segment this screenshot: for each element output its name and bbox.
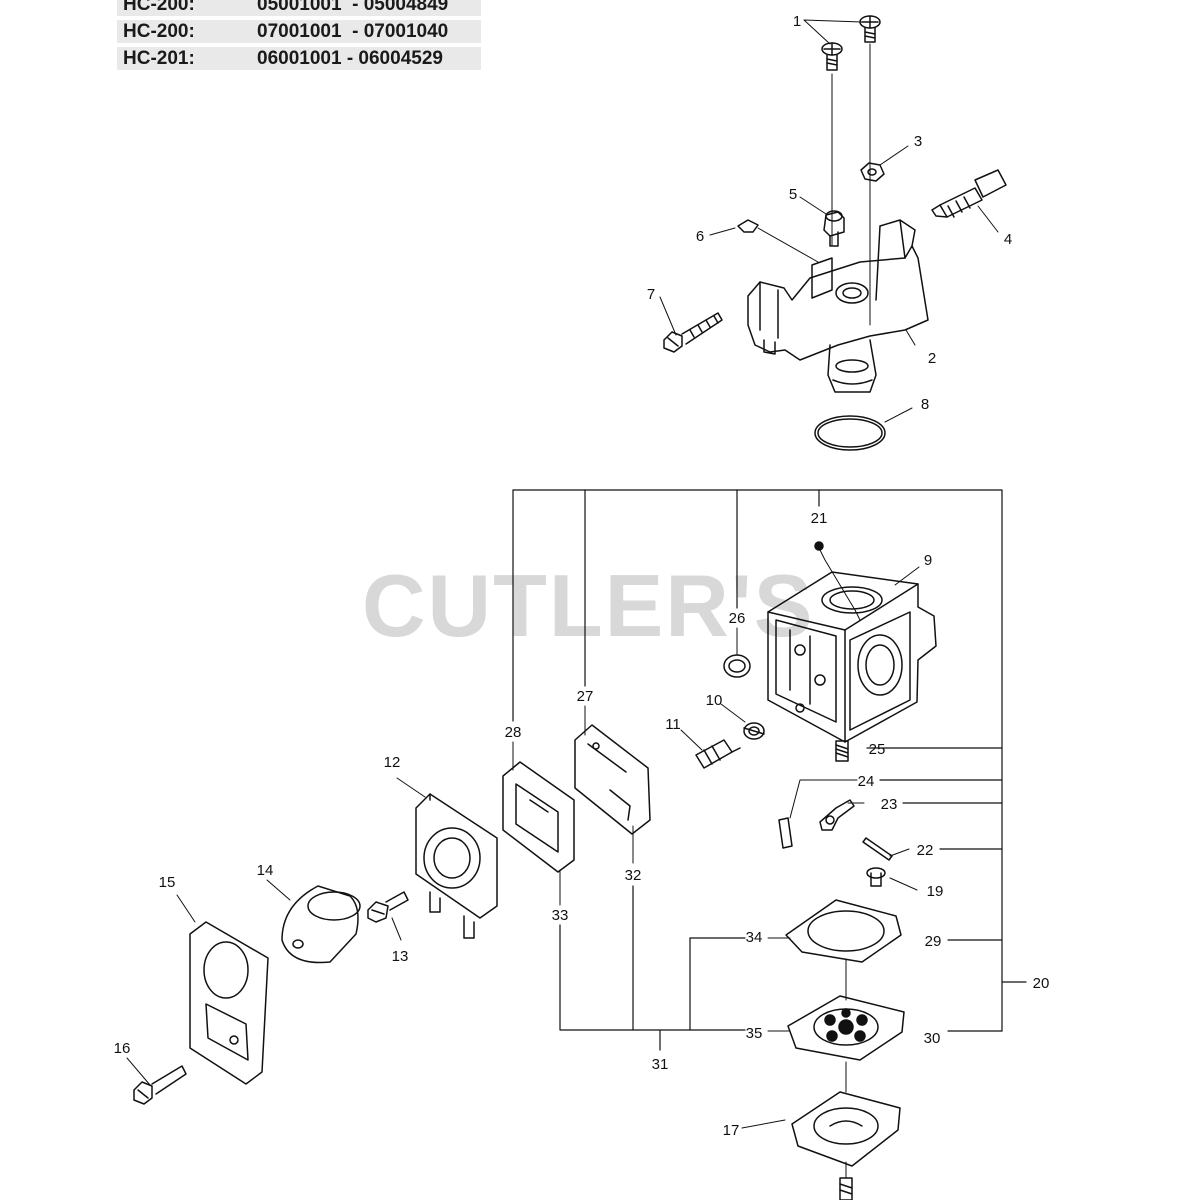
callout-10: 10 bbox=[706, 692, 723, 709]
callout-16: 16 bbox=[114, 1040, 131, 1057]
callout-23: 23 bbox=[881, 796, 898, 813]
callout-13: 13 bbox=[392, 948, 409, 965]
callout-27: 27 bbox=[577, 688, 594, 705]
callout-labels: 1 2 3 4 5 6 7 8 9 10 11 12 13 14 15 16 1… bbox=[114, 13, 1050, 1139]
gasket-part-27 bbox=[574, 724, 651, 835]
gasket-part-29 bbox=[785, 899, 902, 963]
callout-25: 25 bbox=[869, 741, 886, 758]
plug-part-26 bbox=[723, 654, 751, 678]
screw-part-19 bbox=[866, 867, 886, 887]
pin-part-24 bbox=[778, 817, 793, 849]
clip-part-6 bbox=[737, 219, 759, 233]
callout-11: 11 bbox=[665, 716, 681, 733]
model-name: HC-200: bbox=[123, 21, 195, 42]
callout-28: 28 bbox=[505, 724, 522, 741]
callout-24: 24 bbox=[858, 773, 875, 790]
callout-20: 20 bbox=[1033, 975, 1050, 992]
adjust-needle-part-4 bbox=[931, 169, 1007, 218]
model-name: HC-200: bbox=[123, 0, 195, 15]
callout-12: 12 bbox=[384, 754, 401, 771]
diaphragm-part-30 bbox=[787, 995, 905, 1061]
callout-14: 14 bbox=[257, 862, 274, 879]
primer-bulb-part-14 bbox=[281, 885, 361, 964]
serial-row: HC-200: 05001001 - 05004849 bbox=[117, 0, 481, 16]
callout-34: 34 bbox=[746, 929, 763, 946]
bottom-screw bbox=[839, 1177, 853, 1200]
valve-part-5 bbox=[823, 210, 845, 247]
callout-29: 29 bbox=[925, 933, 942, 950]
callout-35: 35 bbox=[746, 1025, 763, 1042]
callout-2: 2 bbox=[928, 350, 936, 367]
callout-15: 15 bbox=[159, 874, 176, 891]
screw-part-1a bbox=[859, 15, 881, 43]
spring-part-25 bbox=[835, 740, 849, 762]
callout-3: 3 bbox=[914, 133, 922, 150]
screw-part-16 bbox=[133, 1065, 187, 1105]
callout-6: 6 bbox=[696, 228, 704, 245]
ball-part-21 bbox=[814, 541, 824, 551]
serial-range: 07001001 - 07001040 bbox=[257, 21, 449, 42]
needle-part-11 bbox=[695, 739, 741, 769]
screw-part-1b bbox=[821, 42, 843, 71]
nut-part-3 bbox=[860, 162, 885, 182]
serial-range: 05001001 - 05004849 bbox=[257, 0, 449, 15]
carburetor-main-body-part-9 bbox=[767, 571, 937, 743]
callout-32: 32 bbox=[625, 867, 642, 884]
screw-part-13 bbox=[367, 891, 409, 923]
serial-range: 06001001 - 06004529 bbox=[257, 48, 443, 69]
callout-30: 30 bbox=[924, 1030, 941, 1047]
serial-number-table: HC-200: 05001001 - 05004849 HC-200: 0700… bbox=[117, 0, 481, 74]
carburetor-body-part-2 bbox=[747, 219, 929, 393]
callout-1: 1 bbox=[793, 13, 801, 30]
cover-part-17 bbox=[791, 1091, 901, 1167]
callout-26: 26 bbox=[729, 610, 746, 627]
callout-7: 7 bbox=[647, 286, 655, 303]
leader-lines bbox=[126, 19, 999, 1129]
pump-body-part-12 bbox=[415, 793, 498, 939]
pump-plate-part-28 bbox=[502, 761, 575, 873]
bracket-part-15 bbox=[189, 921, 269, 1085]
callout-19: 19 bbox=[927, 883, 944, 900]
callout-21: 21 bbox=[811, 510, 828, 527]
callout-31: 31 bbox=[652, 1056, 669, 1073]
callout-33: 33 bbox=[552, 907, 569, 924]
screw-part-7 bbox=[663, 312, 723, 353]
plug-screw-part-10 bbox=[743, 722, 765, 740]
callout-17: 17 bbox=[723, 1122, 740, 1139]
shaft-part-22 bbox=[862, 837, 893, 861]
callout-9: 9 bbox=[924, 552, 932, 569]
callout-4: 4 bbox=[1004, 231, 1012, 248]
callout-5: 5 bbox=[789, 186, 797, 203]
callout-8: 8 bbox=[921, 396, 929, 413]
lever-part-23 bbox=[819, 799, 855, 831]
serial-row: HC-200: 07001001 - 07001040 bbox=[117, 20, 481, 43]
kit-bracket-lines bbox=[512, 489, 1027, 1051]
callout-22: 22 bbox=[917, 842, 934, 859]
serial-row: HC-201: 06001001 - 06004529 bbox=[117, 47, 481, 70]
o-ring-part-8 bbox=[814, 415, 886, 451]
model-name: HC-201: bbox=[123, 48, 195, 69]
